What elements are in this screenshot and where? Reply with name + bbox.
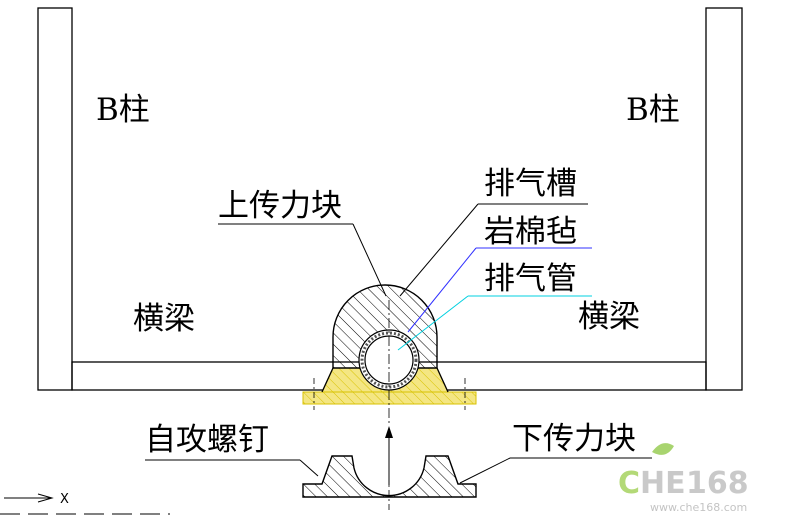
leader-lower-block bbox=[459, 457, 511, 484]
leader-vent-pipe bbox=[397, 295, 469, 351]
label-rock-wool: 岩棉毡 bbox=[484, 214, 577, 250]
upper-block-yellow-base bbox=[302, 391, 477, 405]
left-pillar bbox=[37, 7, 73, 391]
label-self-tapping-screw: 自攻螺钉 bbox=[145, 422, 269, 458]
leader-rock-wool bbox=[407, 247, 477, 333]
label-beam-right: 横梁 bbox=[578, 299, 640, 335]
right-pillar bbox=[705, 7, 743, 391]
upper-flange-left bbox=[321, 367, 334, 393]
label-pillar-right: B柱 bbox=[626, 92, 680, 128]
axis-x-arrow bbox=[37, 493, 54, 503]
leader-upper-block bbox=[352, 223, 387, 297]
label-pillar-left: B柱 bbox=[96, 92, 150, 128]
lower-block bbox=[302, 455, 477, 498]
upper-flange-right bbox=[436, 367, 449, 393]
leader-vent-slot bbox=[399, 203, 479, 297]
axis-x-label: X bbox=[60, 492, 69, 507]
watermark-logo: C HE 168 www.che168.com bbox=[618, 443, 749, 514]
label-vent-pipe: 排气管 bbox=[484, 261, 577, 297]
rock-wool-texture bbox=[360, 331, 418, 389]
label-upper-block: 上传力块 bbox=[218, 188, 342, 224]
label-lower-block: 下传力块 bbox=[512, 421, 636, 457]
watermark-url: www.che168.com bbox=[650, 501, 747, 514]
leader-screw bbox=[299, 459, 319, 477]
label-vent-slot: 排气槽 bbox=[484, 166, 577, 202]
force-arrow-head bbox=[385, 426, 393, 438]
leaf-icon bbox=[652, 443, 674, 455]
watermark-c: C bbox=[618, 466, 640, 501]
watermark-168: 168 bbox=[686, 466, 749, 501]
watermark-he: HE bbox=[640, 466, 686, 501]
label-beam-left: 横梁 bbox=[133, 301, 195, 337]
